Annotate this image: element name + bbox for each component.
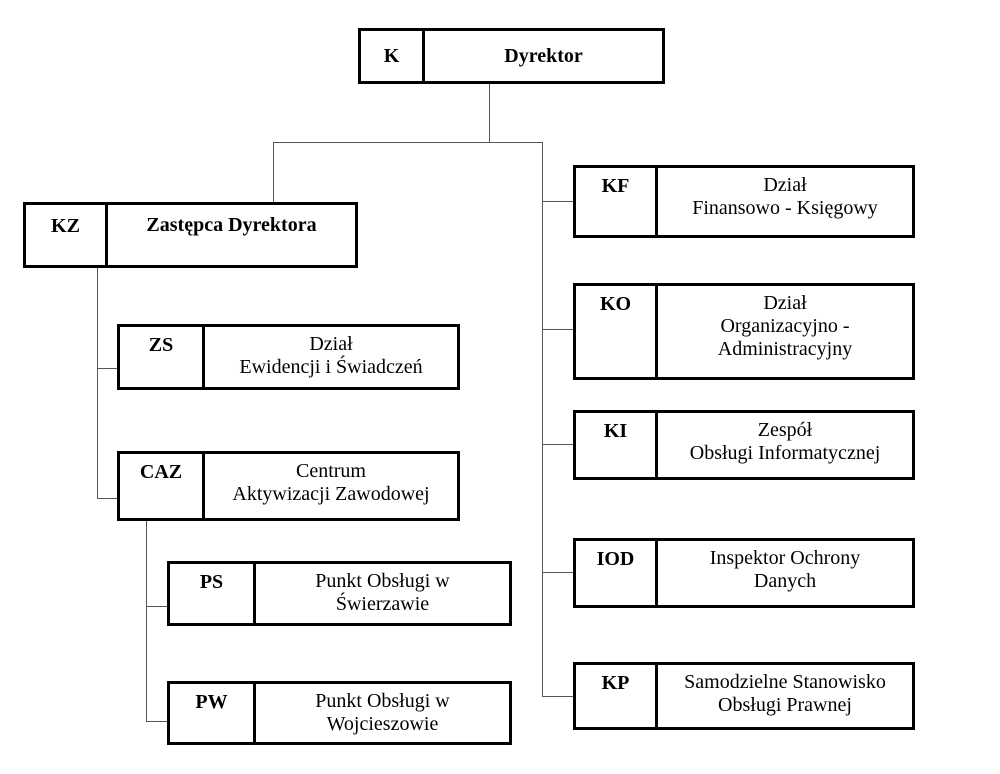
org-node-punkt-wojcieszow: PW Punkt Obsługi w Wojcieszowie bbox=[167, 681, 512, 745]
connector-caz-spine bbox=[146, 521, 147, 721]
org-node-label: Dział Finansowo - Księgowy bbox=[692, 174, 878, 219]
connector-root-drop bbox=[489, 84, 490, 142]
org-node-code: KI bbox=[576, 413, 658, 477]
org-node-label: Dział Organizacyjno - Administracyjny bbox=[717, 292, 853, 360]
connector-stub-caz bbox=[97, 498, 117, 499]
org-node-code: KZ bbox=[26, 205, 108, 265]
org-node-dzial-finansowy: KF Dział Finansowo - Księgowy bbox=[573, 165, 915, 238]
connector-stub-iod bbox=[542, 572, 573, 573]
org-node-obsluga-prawna: KP Samodzielne Stanowisko Obsługi Prawne… bbox=[573, 662, 915, 730]
org-node-label: Centrum Aktywizacji Zawodowej bbox=[232, 460, 430, 505]
org-node-zastepca-dyrektora: KZ Zastępca Dyrektora bbox=[23, 202, 358, 268]
org-node-code: K bbox=[361, 31, 425, 81]
org-node-code: IOD bbox=[576, 541, 658, 605]
connector-stub-kp bbox=[542, 696, 573, 697]
org-node-code: KF bbox=[576, 168, 658, 235]
org-node-dzial-organizacyjny: KO Dział Organizacyjno - Administracyjny bbox=[573, 283, 915, 380]
org-node-zespol-informatyczny: KI Zespół Obsługi Informatycznej bbox=[573, 410, 915, 480]
org-node-code: ZS bbox=[120, 327, 205, 387]
org-node-label: Dział Ewidencji i Świadczeń bbox=[239, 333, 423, 378]
connector-stub-pw bbox=[146, 721, 167, 722]
connector-kz-spine bbox=[97, 268, 98, 498]
org-node-code: CAZ bbox=[120, 454, 205, 518]
org-node-label: Samodzielne Stanowisko Obsługi Prawnej bbox=[684, 671, 886, 716]
org-node-label: Zespół Obsługi Informatycznej bbox=[689, 419, 881, 464]
connector-stub-ki bbox=[542, 444, 573, 445]
org-node-label: Punkt Obsługi w Świerzawie bbox=[315, 570, 450, 615]
org-node-label: Inspektor Ochrony Danych bbox=[709, 547, 861, 592]
org-node-label: Zastępca Dyrektora bbox=[146, 214, 317, 236]
org-node-code: PS bbox=[170, 564, 256, 623]
org-node-centrum-aktywizacji: CAZ Centrum Aktywizacji Zawodowej bbox=[117, 451, 460, 521]
org-node-dyrektor: K Dyrektor bbox=[358, 28, 665, 84]
org-node-inspektor-ochrony-danych: IOD Inspektor Ochrony Danych bbox=[573, 538, 915, 608]
org-node-code: KO bbox=[576, 286, 658, 377]
org-node-label: Dyrektor bbox=[504, 44, 583, 67]
connector-top-horizontal bbox=[273, 142, 543, 143]
connector-stub-ps bbox=[146, 606, 167, 607]
org-node-code: PW bbox=[170, 684, 256, 742]
org-node-punkt-swierzawa: PS Punkt Obsługi w Świerzawie bbox=[167, 561, 512, 626]
org-node-dzial-ewidencji: ZS Dział Ewidencji i Świadczeń bbox=[117, 324, 460, 390]
connector-stub-kf bbox=[542, 201, 573, 202]
connector-stub-ko bbox=[542, 329, 573, 330]
org-node-label: Punkt Obsługi w Wojcieszowie bbox=[315, 690, 450, 735]
org-node-code: KP bbox=[576, 665, 658, 727]
connector-kz-drop bbox=[273, 142, 274, 202]
connector-stub-zs bbox=[97, 368, 117, 369]
connector-right-spine bbox=[542, 142, 543, 696]
